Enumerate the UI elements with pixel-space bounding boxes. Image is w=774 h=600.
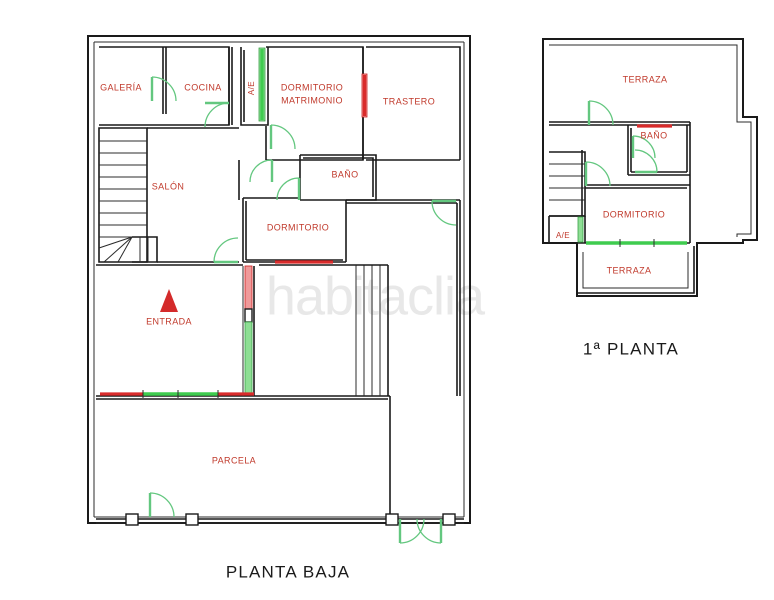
room-label-dormitorio-pb: DORMITORIO	[267, 222, 329, 232]
pb-bano-walls	[238, 154, 377, 201]
pb-entrada-zone	[96, 264, 389, 396]
room-label-parcela: PARCELA	[212, 455, 256, 465]
room-label-terraza-superior: TERRAZA	[623, 74, 668, 84]
pb-doors	[150, 76, 457, 264]
room-label-cocina: COCINA	[184, 82, 221, 92]
primera-planta-group: TERRAZA BAÑO DORMITORIO A/E TERRAZA 1ª P…	[542, 38, 758, 358]
room-label-entrada: ENTRADA	[146, 316, 192, 326]
floor-title-planta-baja: PLANTA BAJA	[226, 562, 350, 581]
planta-baja-group: GALERÍA COCINA A/E DORMITORIO MATRIMONIO…	[87, 35, 471, 581]
room-label-salon: SALÓN	[152, 181, 185, 191]
room-label-bano-pp: BAÑO	[640, 130, 667, 140]
pb-corridor-walls	[346, 199, 461, 396]
pb-windows	[100, 47, 368, 398]
pp-terraza-inferior	[576, 246, 695, 294]
pb-top-rooms	[99, 46, 461, 161]
pb-staircase	[98, 127, 158, 263]
room-label-dormitorio-pp: DORMITORIO	[603, 209, 665, 219]
pb-parcela	[96, 492, 464, 544]
room-label-ae-pp: A/E	[556, 231, 570, 240]
room-label-bano-pb: BAÑO	[331, 169, 358, 179]
room-label-terraza-inferior: TERRAZA	[607, 265, 652, 275]
room-label-trastero: TRASTERO	[383, 96, 435, 106]
entrada-arrow-icon	[160, 289, 178, 312]
pp-dormitorio-walls	[548, 184, 690, 247]
watermark-habitaclia: habitaclia	[266, 266, 486, 326]
room-label-dormitorio-matrimonio-l1: DORMITORIO	[281, 82, 343, 92]
room-label-dormitorio-matrimonio-l2: MATRIMONIO	[281, 95, 343, 105]
room-label-ae-pb: A/E	[247, 81, 256, 95]
pb-outer-walls	[87, 35, 471, 524]
pp-doors	[584, 100, 658, 187]
pb-entrada-partition	[242, 265, 255, 396]
room-label-galeria: GALERÍA	[100, 82, 142, 92]
pp-bano-walls	[627, 122, 691, 243]
floor-title-primera-planta: 1ª PLANTA	[583, 339, 679, 358]
pp-staircase	[549, 150, 586, 218]
